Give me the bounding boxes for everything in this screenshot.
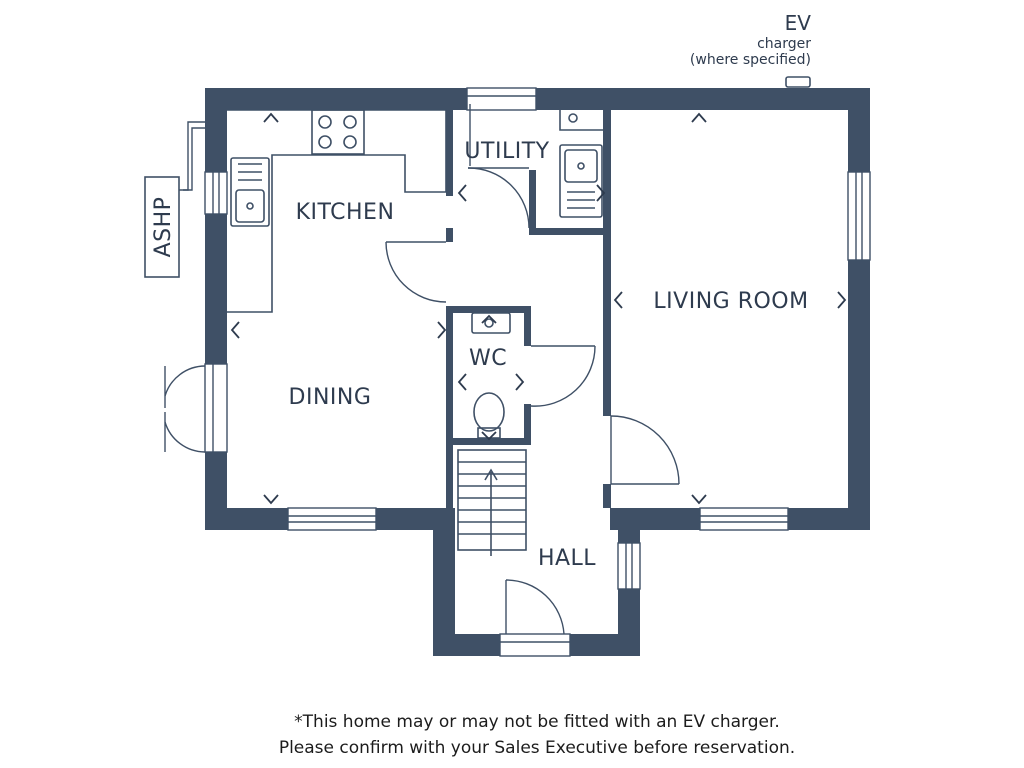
room-label-living-room: LIVING ROOM — [653, 289, 808, 314]
ev-where-specified-label: (where specified) — [690, 52, 811, 68]
footnote-line-2: Please confirm with your Sales Executive… — [279, 738, 795, 758]
ashp-unit: ASHP — [144, 121, 205, 278]
room-label-kitchen: KITCHEN — [296, 200, 395, 225]
footnote: *This home may or may not be fitted with… — [279, 712, 795, 758]
doors — [164, 104, 680, 635]
footnote-line-1: *This home may or may not be fitted with… — [294, 712, 780, 732]
ev-title: EV — [785, 11, 812, 35]
room-labels: KITCHEN UTILITY LIVING ROOM WC DINING HA… — [289, 139, 809, 571]
staircase — [457, 449, 527, 556]
utility-fittings — [559, 110, 603, 218]
room-label-wc: WC — [469, 346, 507, 371]
wc-fittings — [471, 312, 511, 439]
windows — [203, 87, 872, 658]
room-label-utility: UTILITY — [464, 139, 549, 164]
ev-charger-label: charger — [757, 36, 811, 52]
kitchen-fittings — [227, 109, 447, 313]
ev-charger: EV charger (where specified) — [690, 11, 812, 88]
internal-walls — [446, 110, 611, 508]
dimension-markers — [230, 112, 847, 505]
ashp-label: ASHP — [151, 197, 176, 258]
room-label-hall: HALL — [538, 546, 596, 571]
room-label-dining: DINING — [289, 385, 372, 410]
